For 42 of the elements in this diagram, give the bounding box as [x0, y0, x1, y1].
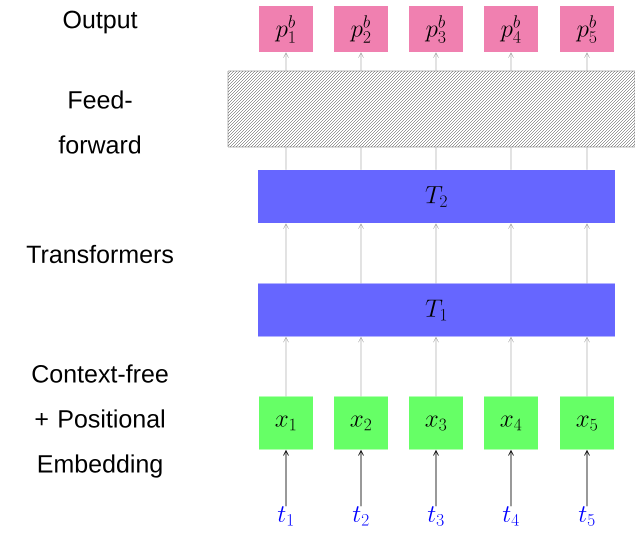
arrow [508, 52, 514, 72]
transformer-box: $T_2$ [258, 170, 615, 223]
arrow [433, 52, 439, 72]
row-label: Feed-forward [58, 90, 140, 154]
arrow [283, 224, 289, 284]
row-label: Output [64, 10, 138, 34]
row-label: Context-free + Positional Embedding [32, 364, 168, 478]
embedding-box: $x_5$ [560, 396, 614, 450]
arrow [358, 52, 364, 72]
arrow [584, 337, 590, 397]
row-label: Transformers [26, 244, 173, 264]
arrow [584, 52, 590, 72]
arrow [433, 224, 439, 284]
arrow [283, 450, 289, 507]
arrow [584, 450, 590, 507]
output-box: $p_5^b$ [560, 6, 614, 52]
arrow [433, 450, 439, 507]
token-label: $t_2$ [352, 506, 368, 526]
transformer-box: $T_1$ [258, 284, 615, 336]
arrow [433, 337, 439, 397]
arrow [358, 224, 364, 284]
output-box: $p_1^b$ [259, 6, 313, 52]
arrow [358, 450, 364, 507]
token-label: $t_1$ [278, 506, 293, 526]
token-label: $t_4$ [502, 506, 519, 526]
arrow [508, 337, 514, 397]
feedforward-band [228, 70, 635, 148]
output-box: $p_4^b$ [484, 6, 538, 52]
token-label: $t_3$ [428, 506, 444, 526]
arrow [283, 337, 289, 397]
arrow [508, 450, 514, 507]
arrow [508, 224, 514, 284]
arrow [358, 337, 364, 397]
embedding-box: $x_2$ [334, 396, 388, 450]
token-label: $t_5$ [578, 506, 594, 526]
arrow [584, 224, 590, 284]
output-box: $p_2^b$ [334, 6, 388, 52]
embedding-box: $x_3$ [409, 396, 463, 450]
output-box: $p_3^b$ [409, 6, 463, 52]
embedding-box: $x_4$ [484, 396, 538, 450]
arrow [283, 52, 289, 72]
embedding-box: $x_1$ [259, 396, 313, 450]
